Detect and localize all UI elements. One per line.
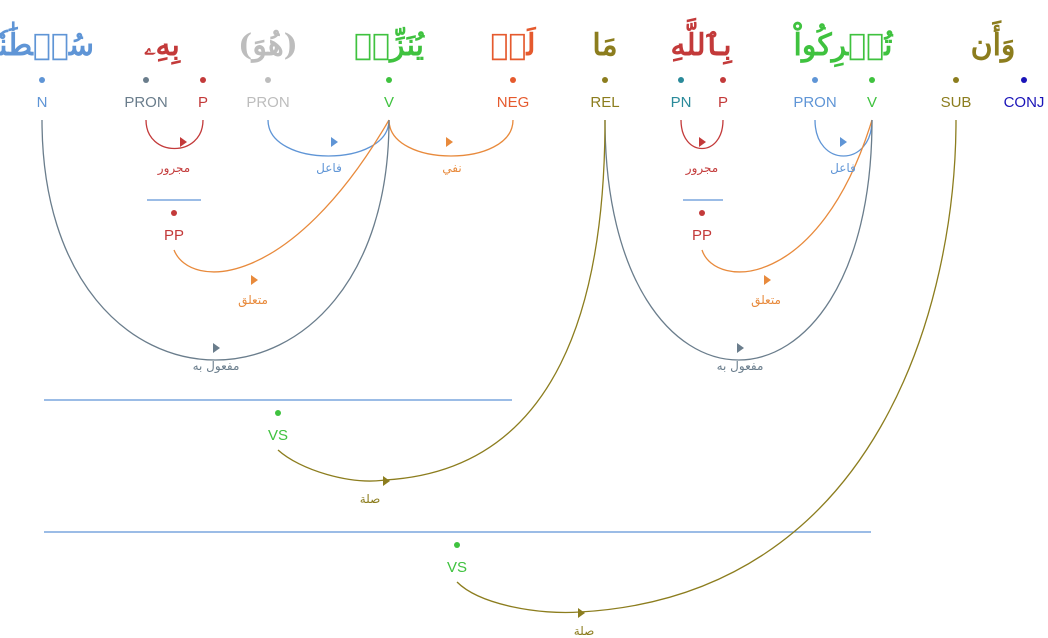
arrowhead bbox=[737, 343, 744, 353]
node-dot bbox=[812, 77, 818, 83]
arc-fail bbox=[814, 119, 873, 157]
arc-sila bbox=[277, 119, 606, 482]
tag-conj: CONJ bbox=[1004, 94, 1045, 111]
tag-p: P bbox=[718, 94, 728, 111]
arc-mafool bbox=[604, 119, 873, 361]
phrase-bars bbox=[44, 199, 871, 533]
tag-pn: PN bbox=[671, 94, 692, 111]
node-dot bbox=[386, 77, 392, 83]
tag-vs: VS bbox=[268, 427, 288, 444]
arrowhead bbox=[251, 275, 258, 285]
tag-v: V bbox=[384, 94, 394, 111]
tag-pp: PP bbox=[692, 227, 712, 244]
arc-fail bbox=[267, 119, 390, 157]
arrowhead bbox=[764, 275, 771, 285]
relation-label-fail: فاعل bbox=[316, 161, 342, 175]
relation-label-sila: صلة bbox=[574, 624, 595, 638]
arrowhead bbox=[331, 137, 338, 147]
node-dot bbox=[720, 77, 726, 83]
node-dot bbox=[171, 210, 177, 216]
node-dot bbox=[953, 77, 959, 83]
word-lam: لَمۡ bbox=[490, 26, 536, 63]
node-dot bbox=[869, 77, 875, 83]
word-yunazzil: يُنَزِّلۡ bbox=[354, 27, 425, 63]
node-dot bbox=[602, 77, 608, 83]
arrowheads bbox=[180, 137, 847, 618]
tag-n: N bbox=[37, 94, 48, 111]
arrowhead bbox=[180, 137, 187, 147]
relation-label-majrur: مجرور bbox=[685, 161, 718, 176]
tag-pp: PP bbox=[164, 227, 184, 244]
arc-nafi bbox=[388, 119, 514, 157]
arrowhead bbox=[446, 137, 453, 147]
tag-pron: PRON bbox=[124, 94, 167, 111]
relation-label-fail: فاعل bbox=[830, 161, 856, 175]
node-dot bbox=[454, 542, 460, 548]
node-dots bbox=[39, 77, 1027, 548]
tag-neg: NEG bbox=[497, 94, 530, 111]
arc-mafool bbox=[41, 119, 390, 361]
word-sultanan: سُلۡطَٰنٗا bbox=[0, 20, 94, 63]
relation-label-mafool: مفعول به bbox=[717, 359, 764, 374]
tag-vs: VS bbox=[447, 559, 467, 576]
arrowhead bbox=[383, 476, 390, 486]
arrowhead bbox=[213, 343, 220, 353]
node-dot bbox=[200, 77, 206, 83]
word-huwa: (هُوَ) bbox=[238, 28, 298, 63]
tag-sub: SUB bbox=[941, 94, 972, 111]
tag-p: P bbox=[198, 94, 208, 111]
node-dot bbox=[143, 77, 149, 83]
tag-rel: REL bbox=[590, 94, 619, 111]
node-dot bbox=[265, 77, 271, 83]
relation-label-mafool: مفعول به bbox=[193, 359, 240, 374]
node-dot bbox=[275, 410, 281, 416]
arc-mutaalliq bbox=[701, 119, 873, 273]
word-tushriku: تُشۡرِكُواْ bbox=[792, 21, 894, 67]
relation-label-mutaalliq: متعلق bbox=[751, 293, 781, 308]
relation-label-majrur: مجرور bbox=[157, 161, 190, 176]
node-dot bbox=[510, 77, 516, 83]
words: وَأَن تُشۡرِكُواْ بِٱللَّهِ مَا لَمۡ يُن… bbox=[0, 17, 1015, 67]
word-ma: مَا bbox=[592, 28, 617, 63]
arrowhead bbox=[840, 137, 847, 147]
relation-label-sila: صلة bbox=[360, 492, 381, 506]
word-bihi: بِهِۦ bbox=[144, 28, 181, 65]
arc-mutaalliq bbox=[173, 119, 390, 273]
tag-pron-hidden: PRON bbox=[246, 94, 289, 111]
word-wa-an: وَأَن bbox=[971, 20, 1016, 63]
node-dot bbox=[39, 77, 45, 83]
arc-majrur bbox=[145, 119, 204, 150]
node-dot bbox=[1021, 77, 1027, 83]
relation-labels: مجرور فاعل نفي متعلق مفعول به مجرور فاعل… bbox=[157, 161, 856, 638]
node-dot bbox=[678, 77, 684, 83]
word-billahi: بِٱللَّهِ bbox=[670, 17, 733, 65]
arcs bbox=[41, 119, 957, 614]
arc-majrur bbox=[680, 119, 724, 149]
tag-pron: PRON bbox=[793, 94, 836, 111]
arc-sila bbox=[456, 119, 957, 614]
node-dot bbox=[699, 210, 705, 216]
arrowhead bbox=[578, 608, 585, 618]
pos-tags: CONJ SUB V PRON P PN REL NEG V PRON P PR… bbox=[37, 94, 1045, 576]
relation-label-nafi: نفي bbox=[442, 161, 461, 175]
relation-label-mutaalliq: متعلق bbox=[238, 293, 268, 308]
tag-v: V bbox=[867, 94, 877, 111]
arrowhead bbox=[699, 137, 706, 147]
